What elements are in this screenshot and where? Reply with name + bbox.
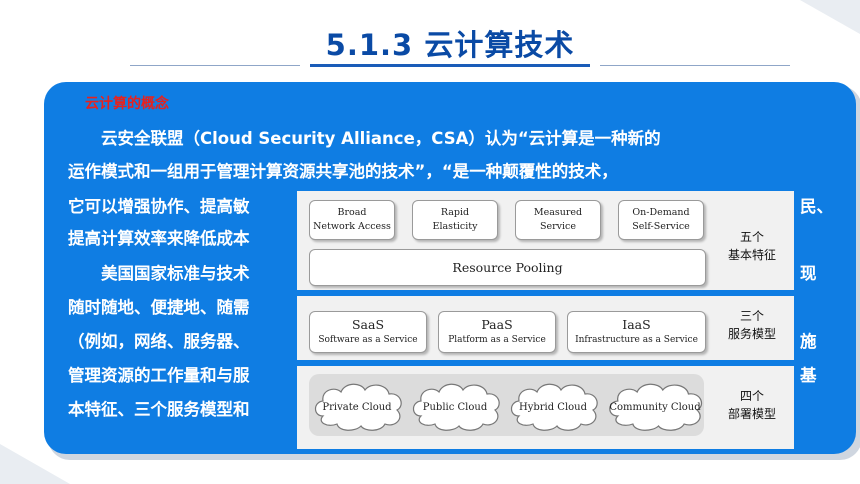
paragraph-line-3: 它可以增强协作、提高敏 — [68, 197, 250, 216]
diagram-separator — [297, 290, 794, 296]
title-rule-right — [600, 65, 790, 66]
title-rule-left — [130, 65, 300, 66]
characteristic-rapid-elasticity: Rapid Elasticity — [412, 200, 498, 240]
characteristic-on-demand-self-service: On-Demand Self-Service — [618, 200, 704, 240]
title-underline — [310, 64, 590, 67]
label-line: 三个 — [739, 309, 764, 323]
paragraph-line-8: 管理资源的工作量和与服 — [68, 366, 250, 385]
service-model-saas: SaaS Software as a Service — [309, 311, 427, 353]
title-container: 5.1.3 云计算技术 — [300, 22, 600, 68]
concept-heading: 云计算的概念 — [85, 96, 169, 112]
paragraph-tail-5: 现 — [800, 264, 817, 283]
characteristic-line: Self-Service — [632, 221, 690, 232]
paragraph-line-6: 随时随地、便捷地、随需 — [68, 298, 250, 317]
characteristic-line: On-Demand — [632, 207, 690, 218]
deployment-private-cloud: Private Cloud — [322, 402, 392, 413]
service-name: IaaS — [622, 317, 651, 332]
characteristic-line: Rapid — [440, 207, 470, 218]
label-line: 服务模型 — [727, 327, 776, 341]
paragraph-line-5: 美国国家标准与技术 — [68, 264, 250, 283]
service-name: SaaS — [351, 317, 385, 332]
slide-title: 5.1.3 云计算技术 — [325, 28, 575, 62]
characteristic-line: Network Access — [313, 221, 391, 232]
paragraph-line-1: 云安全联盟（Cloud Security Alliance，CSA）认为“云计算… — [68, 129, 661, 148]
paragraph-line-7: （例如，网络、服务器、 — [68, 332, 250, 351]
deployment-community-cloud: Community Cloud — [609, 402, 701, 413]
paragraph-line-9: 本特征、三个服务模型和 — [68, 400, 250, 419]
characteristic-line: Measured — [533, 207, 583, 218]
paragraph-tail-7: 施 — [800, 332, 817, 351]
label-line: 四个 — [739, 389, 764, 403]
deployments-label: 四个 部署模型 — [717, 387, 787, 423]
characteristic-measured-service: Measured Service — [515, 200, 601, 240]
paragraph-line-4: 提高计算效率来降低成本 — [68, 229, 250, 248]
label-line: 五个 — [739, 230, 764, 244]
label-line: 基本特征 — [727, 248, 776, 262]
deployment-public-cloud: Public Cloud — [422, 402, 488, 413]
label-line: 部署模型 — [727, 407, 776, 421]
cloud-model-diagram: Broad Network Access Rapid Elasticity Me… — [297, 191, 794, 449]
characteristic-line: Elasticity — [432, 221, 478, 232]
services-label: 三个 服务模型 — [717, 307, 787, 343]
service-name: PaaS — [481, 317, 513, 332]
deployment-hybrid-cloud: Hybrid Cloud — [518, 402, 588, 413]
paragraph-tail-3: 民、 — [800, 197, 833, 216]
resource-pooling-box: Resource Pooling — [309, 249, 706, 286]
characteristic-line: Service — [539, 221, 577, 232]
service-model-paas: PaaS Platform as a Service — [438, 311, 556, 353]
corner-decoration-top-right — [800, 0, 860, 34]
characteristic-line: Broad — [337, 207, 367, 218]
service-description: Software as a Service — [318, 335, 418, 345]
paragraph-line-2: 运作模式和一组用于管理计算资源共享池的技术”，“是一种颠覆性的技术， — [68, 162, 618, 181]
service-description: Infrastructure as a Service — [575, 335, 698, 345]
paragraph-tail-8: 基 — [800, 366, 817, 385]
service-model-iaas: IaaS Infrastructure as a Service — [567, 311, 706, 353]
diagram-separator — [297, 360, 794, 366]
characteristic-broad-network-access: Broad Network Access — [309, 200, 395, 240]
service-description: Platform as a Service — [448, 335, 546, 345]
characteristics-label: 五个 基本特征 — [717, 228, 787, 264]
